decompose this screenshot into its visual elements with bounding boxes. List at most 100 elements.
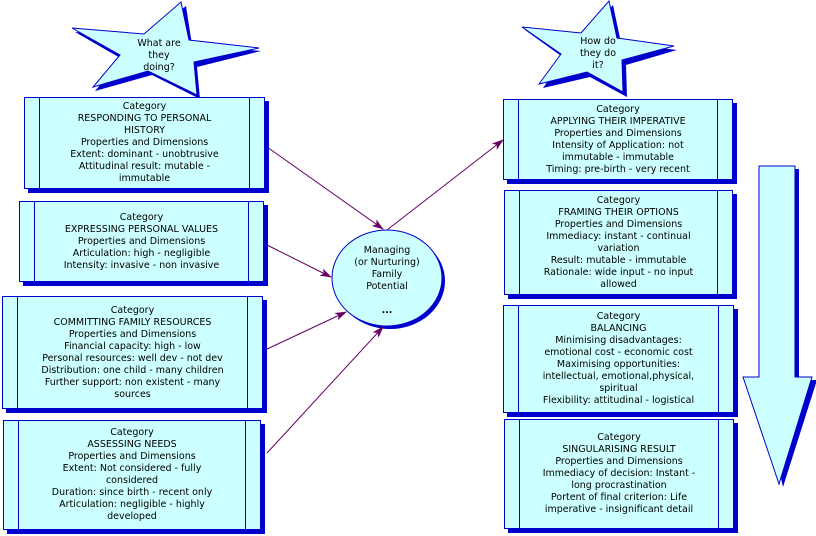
box-title: COMMITTING FAMILY RESOURCES xyxy=(53,316,212,328)
box-line: Financial capacity: high - low xyxy=(64,340,201,352)
box-line: spiritual xyxy=(599,383,638,394)
arrow-assessing-to-center xyxy=(266,326,384,454)
center-line: (or Nurturing) xyxy=(354,257,420,268)
box-line: intellectual, emotional,physical, xyxy=(542,371,695,382)
category-box-singularising-result[interactable]: Category SINGULARISING RESULT Properties… xyxy=(504,419,734,529)
box-line: Immediacy: instant - continual xyxy=(546,230,691,242)
arrow-expressing-to-center xyxy=(264,243,332,278)
center-line: Managing xyxy=(363,245,411,256)
box-left-bar xyxy=(505,191,520,294)
box-line: Properties and Dimensions xyxy=(68,328,197,340)
category-box-committing-family-resources[interactable]: Category COMMITTING FAMILY RESOURCES Pro… xyxy=(2,296,263,409)
box-left-bar xyxy=(20,202,35,281)
box-left-bar xyxy=(504,306,519,412)
box-line: imperative - insignificant detail xyxy=(544,504,694,515)
box-heading: Category xyxy=(110,427,154,438)
box-line: Result: mutable - immutable xyxy=(550,254,687,266)
center-ellipsis: ... xyxy=(381,305,393,316)
box-right-bar xyxy=(248,202,263,281)
star-right-line: How do xyxy=(580,36,616,47)
box-line: Distribution: one child - many children xyxy=(41,364,224,376)
box-line: Flexibility: attitudinal - logistical xyxy=(542,395,695,406)
box-line: Portent of final criterion: Life xyxy=(550,492,688,503)
box-line: Intensity: invasive - non invasive xyxy=(63,259,220,271)
box-line: Extent: Not considered - fully xyxy=(62,463,202,474)
category-box-expressing-personal-values[interactable]: Category EXPRESSING PERSONAL VALUES Prop… xyxy=(19,201,264,282)
box-heading: Category xyxy=(110,304,155,316)
down-arrow-shape xyxy=(742,165,816,487)
box-line: Properties and Dimensions xyxy=(80,137,209,148)
box-left-bar xyxy=(504,100,519,179)
box-line: variation xyxy=(597,242,640,254)
box-right-bar xyxy=(247,297,262,408)
arrow-responding-to-center xyxy=(266,146,384,230)
arrow-committing-to-center xyxy=(264,311,347,351)
category-box-responding-to-personal-history[interactable]: Category RESPONDING TO PERSONAL HISTORY … xyxy=(24,97,265,189)
box-left-bar xyxy=(4,421,19,529)
box-line: Minimising disadvantages: xyxy=(555,335,682,346)
box-right-bar xyxy=(717,191,732,294)
box-title: RESPONDING TO PERSONAL xyxy=(77,113,212,124)
box-line: Extent: dominant - unobtrusive xyxy=(70,149,219,160)
center-line: Potential xyxy=(366,281,408,292)
box-line: sources xyxy=(114,388,151,400)
box-line: Maximising opportunities: xyxy=(556,359,681,370)
box-right-bar xyxy=(718,306,733,412)
star-left-line: What are xyxy=(137,38,181,49)
box-right-bar xyxy=(245,421,260,529)
box-heading: Category xyxy=(122,101,167,112)
box-title: APPLYING THEIR IMPERATIVE xyxy=(550,115,686,127)
star-right-line: it? xyxy=(592,60,604,71)
category-box-applying-their-imperative[interactable]: Category APPLYING THEIR IMPERATIVE Prope… xyxy=(503,99,733,180)
box-line: long procrastination xyxy=(571,480,667,491)
category-box-framing-their-options[interactable]: Category FRAMING THEIR OPTIONS Propertie… xyxy=(504,190,733,295)
box-line: Properties and Dimensions xyxy=(68,451,196,462)
box-line: Articulation: high - negligible xyxy=(72,247,211,259)
category-box-balancing[interactable]: Category BALANCING Minimising disadvanta… xyxy=(503,305,734,413)
center-line: Family xyxy=(371,269,403,280)
box-left-bar xyxy=(505,420,520,528)
box-title: ASSESSING NEEDS xyxy=(87,439,177,450)
box-line: Attitudinal result: mutable - xyxy=(78,161,211,172)
center-node-label: Managing (or Nurturing) Family Potential… xyxy=(337,245,437,317)
box-line: Properties and Dimensions xyxy=(554,218,683,230)
box-title: FRAMING THEIR OPTIONS xyxy=(558,206,679,218)
box-title: HISTORY xyxy=(123,125,166,136)
box-title: EXPRESSING PERSONAL VALUES xyxy=(64,223,219,235)
box-left-bar xyxy=(25,98,40,188)
star-left-line: doing? xyxy=(143,62,175,73)
box-line: emotional cost - economic cost xyxy=(544,347,693,358)
box-line: Timing: pre-birth - very recent xyxy=(546,163,690,175)
box-line: considered xyxy=(105,475,159,486)
box-heading: Category xyxy=(596,103,640,115)
box-line: Articulation: negligible - highly xyxy=(59,499,205,510)
box-heading: Category xyxy=(119,211,164,223)
box-line: Properties and Dimensions xyxy=(554,127,682,139)
box-line: Duration: since birth - recent only xyxy=(51,487,213,498)
box-right-bar xyxy=(249,98,264,188)
box-line: Personal resources: well dev - not dev xyxy=(42,352,223,364)
box-line: immutable - immutable xyxy=(562,151,674,163)
box-right-bar xyxy=(718,420,733,528)
star-left-label: What are they doing? xyxy=(124,38,194,74)
star-what-are-they-doing xyxy=(71,1,261,99)
category-box-assessing-needs[interactable]: Category ASSESSING NEEDS Properties and … xyxy=(3,420,261,530)
box-line: Intensity of Application: not xyxy=(552,139,684,151)
box-title: SINGULARISING RESULT xyxy=(562,444,676,455)
arrow-center-to-applying xyxy=(386,139,504,231)
star-left-line: they xyxy=(148,50,170,61)
box-heading: Category xyxy=(596,311,641,322)
box-line: Rationale: wide input - no input xyxy=(543,266,694,278)
star-right-line: they do xyxy=(579,48,617,59)
box-line: Immediacy of decision: Instant - xyxy=(542,468,696,479)
box-line: developed xyxy=(107,511,157,522)
box-line: Further support: non existent - many xyxy=(44,376,221,388)
box-left-bar xyxy=(3,297,18,408)
box-line: Properties and Dimensions xyxy=(555,456,683,467)
box-line: immutable xyxy=(118,173,171,184)
center-node-ellipse xyxy=(331,229,445,329)
box-line: allowed xyxy=(600,278,637,290)
box-title: BALANCING xyxy=(590,323,647,334)
box-right-bar xyxy=(717,100,732,179)
